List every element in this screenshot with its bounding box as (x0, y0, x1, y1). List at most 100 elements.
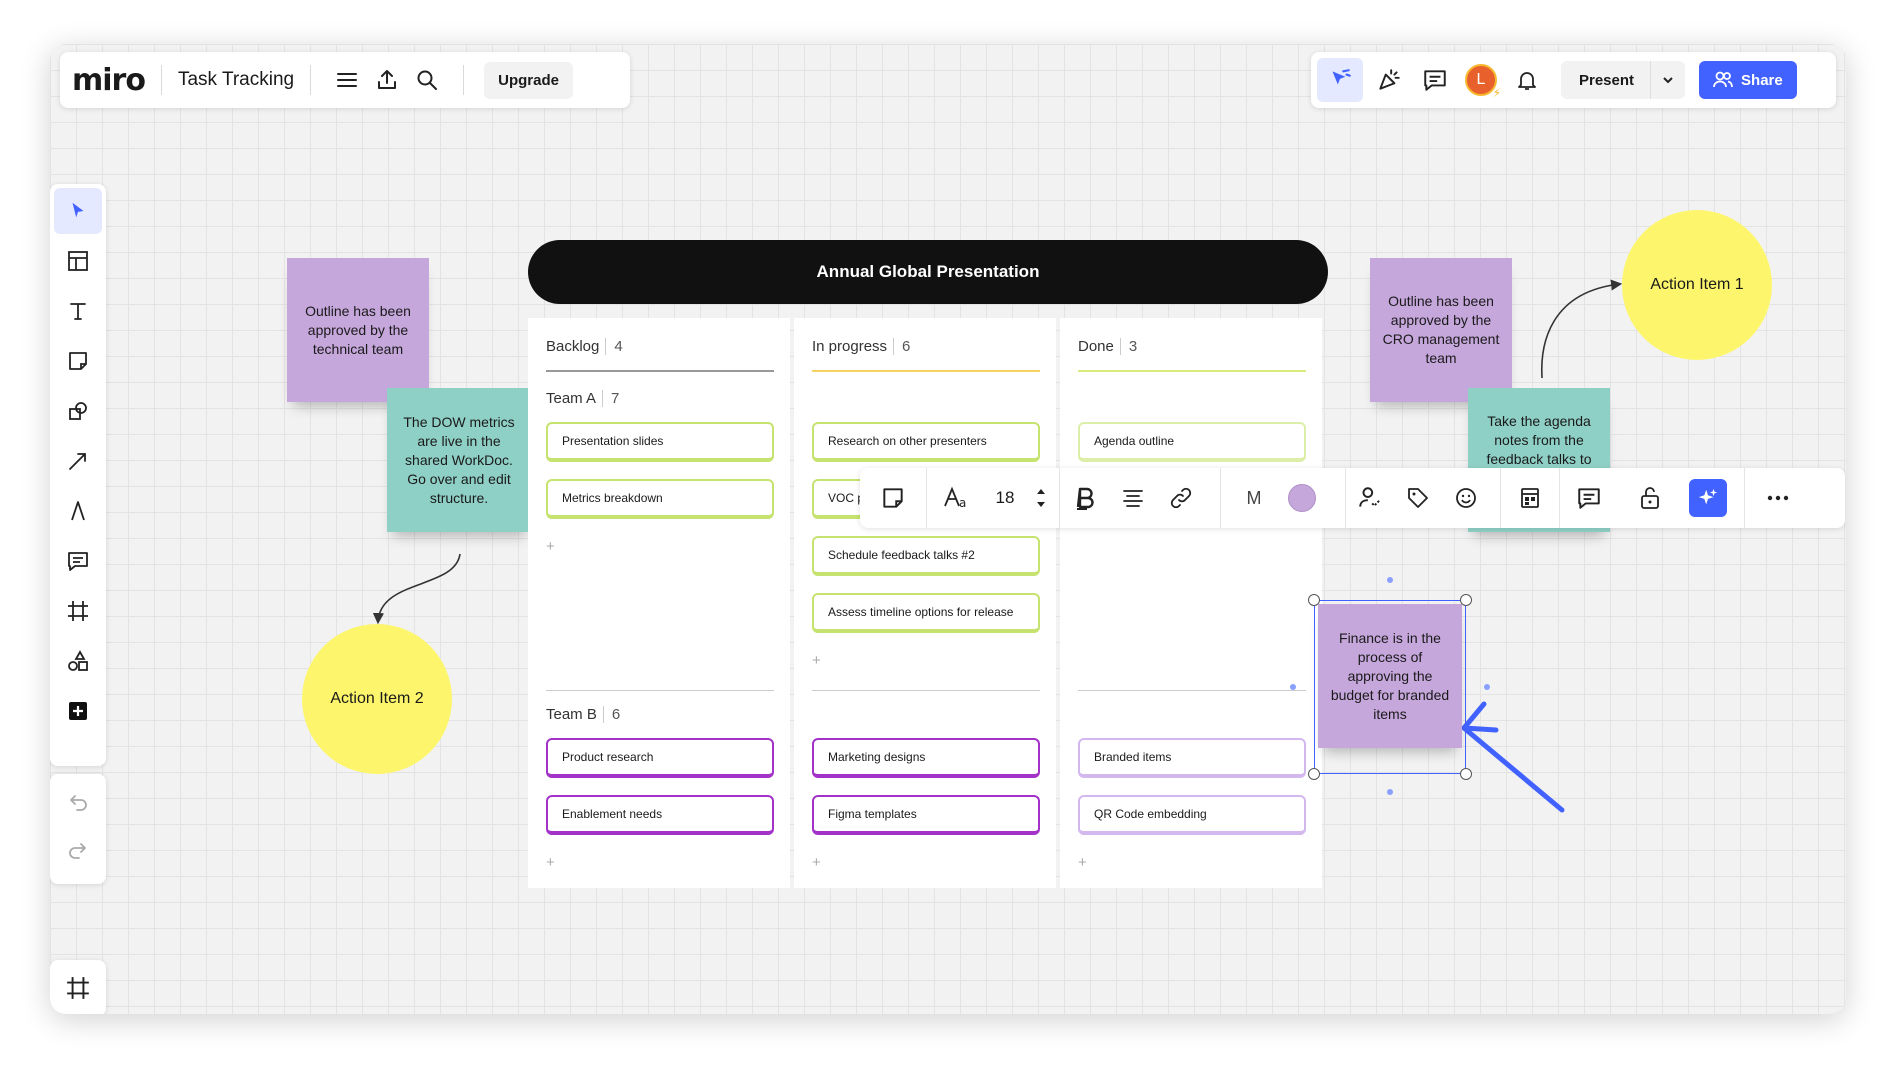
share-button[interactable]: Share (1699, 61, 1797, 99)
separator (1059, 468, 1060, 528)
action-item-circle[interactable]: Action Item 1 (1622, 210, 1772, 360)
bold-icon[interactable] (1060, 468, 1110, 528)
sticky-type-icon[interactable] (860, 468, 926, 528)
svg-text:a: a (959, 496, 966, 510)
annotation-arrow (1461, 725, 1565, 813)
pen-tool[interactable] (54, 488, 102, 534)
add-card-button[interactable]: + (812, 854, 821, 871)
tag-icon[interactable] (1394, 468, 1442, 528)
add-card-button[interactable]: + (812, 652, 821, 669)
swimlane-divider (546, 690, 774, 691)
action-item-circle[interactable]: Action Item 2 (302, 624, 452, 774)
object-context-toolbar: a 18 M (860, 468, 1845, 528)
task-card[interactable]: Assess timeline options for release (812, 593, 1040, 633)
chevron-down-icon[interactable] (1650, 61, 1685, 99)
undo-icon[interactable] (58, 782, 98, 822)
reactions-cursor-icon[interactable] (1317, 58, 1363, 102)
task-card[interactable]: Presentation slides (546, 422, 774, 462)
task-card[interactable]: Enablement needs (546, 795, 774, 835)
connector-to-action-item-2[interactable] (372, 553, 461, 625)
comment-tool[interactable] (54, 538, 102, 584)
text-align-icon[interactable] (1110, 468, 1156, 528)
search-icon[interactable] (407, 60, 447, 100)
task-card[interactable]: Product research (546, 738, 774, 778)
apps-tool[interactable] (54, 638, 102, 684)
more-options-icon[interactable] (1745, 468, 1811, 528)
font-initial[interactable]: M (1246, 487, 1262, 508)
connection-point[interactable] (1387, 789, 1393, 795)
add-more-tool[interactable] (54, 688, 102, 734)
celebrate-icon[interactable] (1369, 60, 1409, 100)
task-card[interactable]: Research on other presenters (812, 422, 1040, 462)
add-card-button[interactable]: + (546, 538, 555, 555)
column-underline (546, 370, 774, 372)
ai-assist-button[interactable] (1682, 468, 1734, 528)
sticky-note-icon (69, 352, 87, 370)
miro-logo: miro (72, 62, 146, 98)
user-avatar[interactable]: L ⚡ (1465, 64, 1501, 100)
card-convert-icon[interactable] (1501, 468, 1559, 528)
separator (463, 65, 465, 95)
upgrade-button[interactable]: Upgrade (484, 61, 573, 99)
emoji-icon[interactable] (1442, 468, 1490, 528)
board-name[interactable]: Task Tracking (177, 69, 295, 90)
shapes-tool[interactable] (54, 388, 102, 434)
separator (1345, 468, 1346, 528)
comment-icon (68, 552, 88, 571)
templates-tool[interactable] (54, 238, 102, 284)
selection-box[interactable] (1314, 600, 1466, 774)
comments-icon[interactable] (1415, 60, 1455, 100)
resize-handle[interactable] (1308, 594, 1320, 606)
connection-point[interactable] (1387, 577, 1393, 583)
task-card[interactable]: Marketing designs (812, 738, 1040, 778)
menu-icon[interactable] (327, 60, 367, 100)
select-tool[interactable] (54, 188, 102, 234)
task-card[interactable]: Figma templates (812, 795, 1040, 835)
font-size-value[interactable]: 18 (995, 488, 1015, 507)
task-card[interactable]: QR Code embedding (1078, 795, 1306, 835)
connector-to-action-item-1[interactable] (1540, 279, 1623, 379)
selected-sticky-note[interactable]: Finance is in the process of approving t… (1318, 604, 1462, 748)
present-button[interactable]: Present (1561, 61, 1686, 99)
resize-handle[interactable] (1308, 768, 1320, 780)
connector-tool[interactable] (54, 438, 102, 484)
add-card-button[interactable]: + (546, 854, 555, 871)
link-icon[interactable] (1156, 468, 1206, 528)
font-family-icon[interactable]: a (927, 468, 987, 528)
board-canvas[interactable]: miro Task Tracking Upgrade L ⚡ (50, 44, 1846, 1014)
frames-panel-button[interactable] (50, 960, 106, 1014)
lock-icon[interactable] (1618, 468, 1682, 528)
text-tool[interactable] (54, 288, 102, 334)
resize-handle[interactable] (1460, 594, 1472, 606)
column-underline (1078, 370, 1306, 372)
frame-tool[interactable] (54, 588, 102, 634)
task-card[interactable]: Metrics breakdown (546, 479, 774, 519)
fill-color-swatch[interactable] (1287, 468, 1317, 528)
avatar-initial: L (1476, 71, 1486, 88)
frame-icon (68, 601, 88, 621)
separator (1559, 468, 1560, 528)
task-card[interactable]: Agenda outline (1078, 422, 1306, 462)
export-icon[interactable] (367, 60, 407, 100)
board-title-banner[interactable]: Annual Global Presentation (528, 240, 1328, 304)
task-card[interactable]: Schedule feedback talks #2 (812, 536, 1040, 576)
connection-point[interactable] (1290, 684, 1296, 690)
sticky-note[interactable]: The DOW metrics are live in the shared W… (387, 388, 531, 532)
assign-icon[interactable] (1346, 468, 1394, 528)
resize-handle[interactable] (1460, 768, 1472, 780)
sticky-note[interactable]: Outline has been approved by the CRO man… (1370, 258, 1512, 402)
connection-point[interactable] (1484, 684, 1490, 690)
sticky-note-tool[interactable] (54, 338, 102, 384)
swimlane-divider (1078, 690, 1306, 691)
redo-icon[interactable] (58, 830, 98, 870)
task-card[interactable]: Branded items (1078, 738, 1306, 778)
font-size-stepper-icon[interactable] (1023, 468, 1059, 528)
sticky-note[interactable]: Outline has been approved by the technic… (287, 258, 429, 402)
comment-icon[interactable] (1560, 468, 1618, 528)
add-card-button[interactable]: + (1078, 854, 1087, 871)
notifications-icon[interactable] (1507, 60, 1547, 100)
